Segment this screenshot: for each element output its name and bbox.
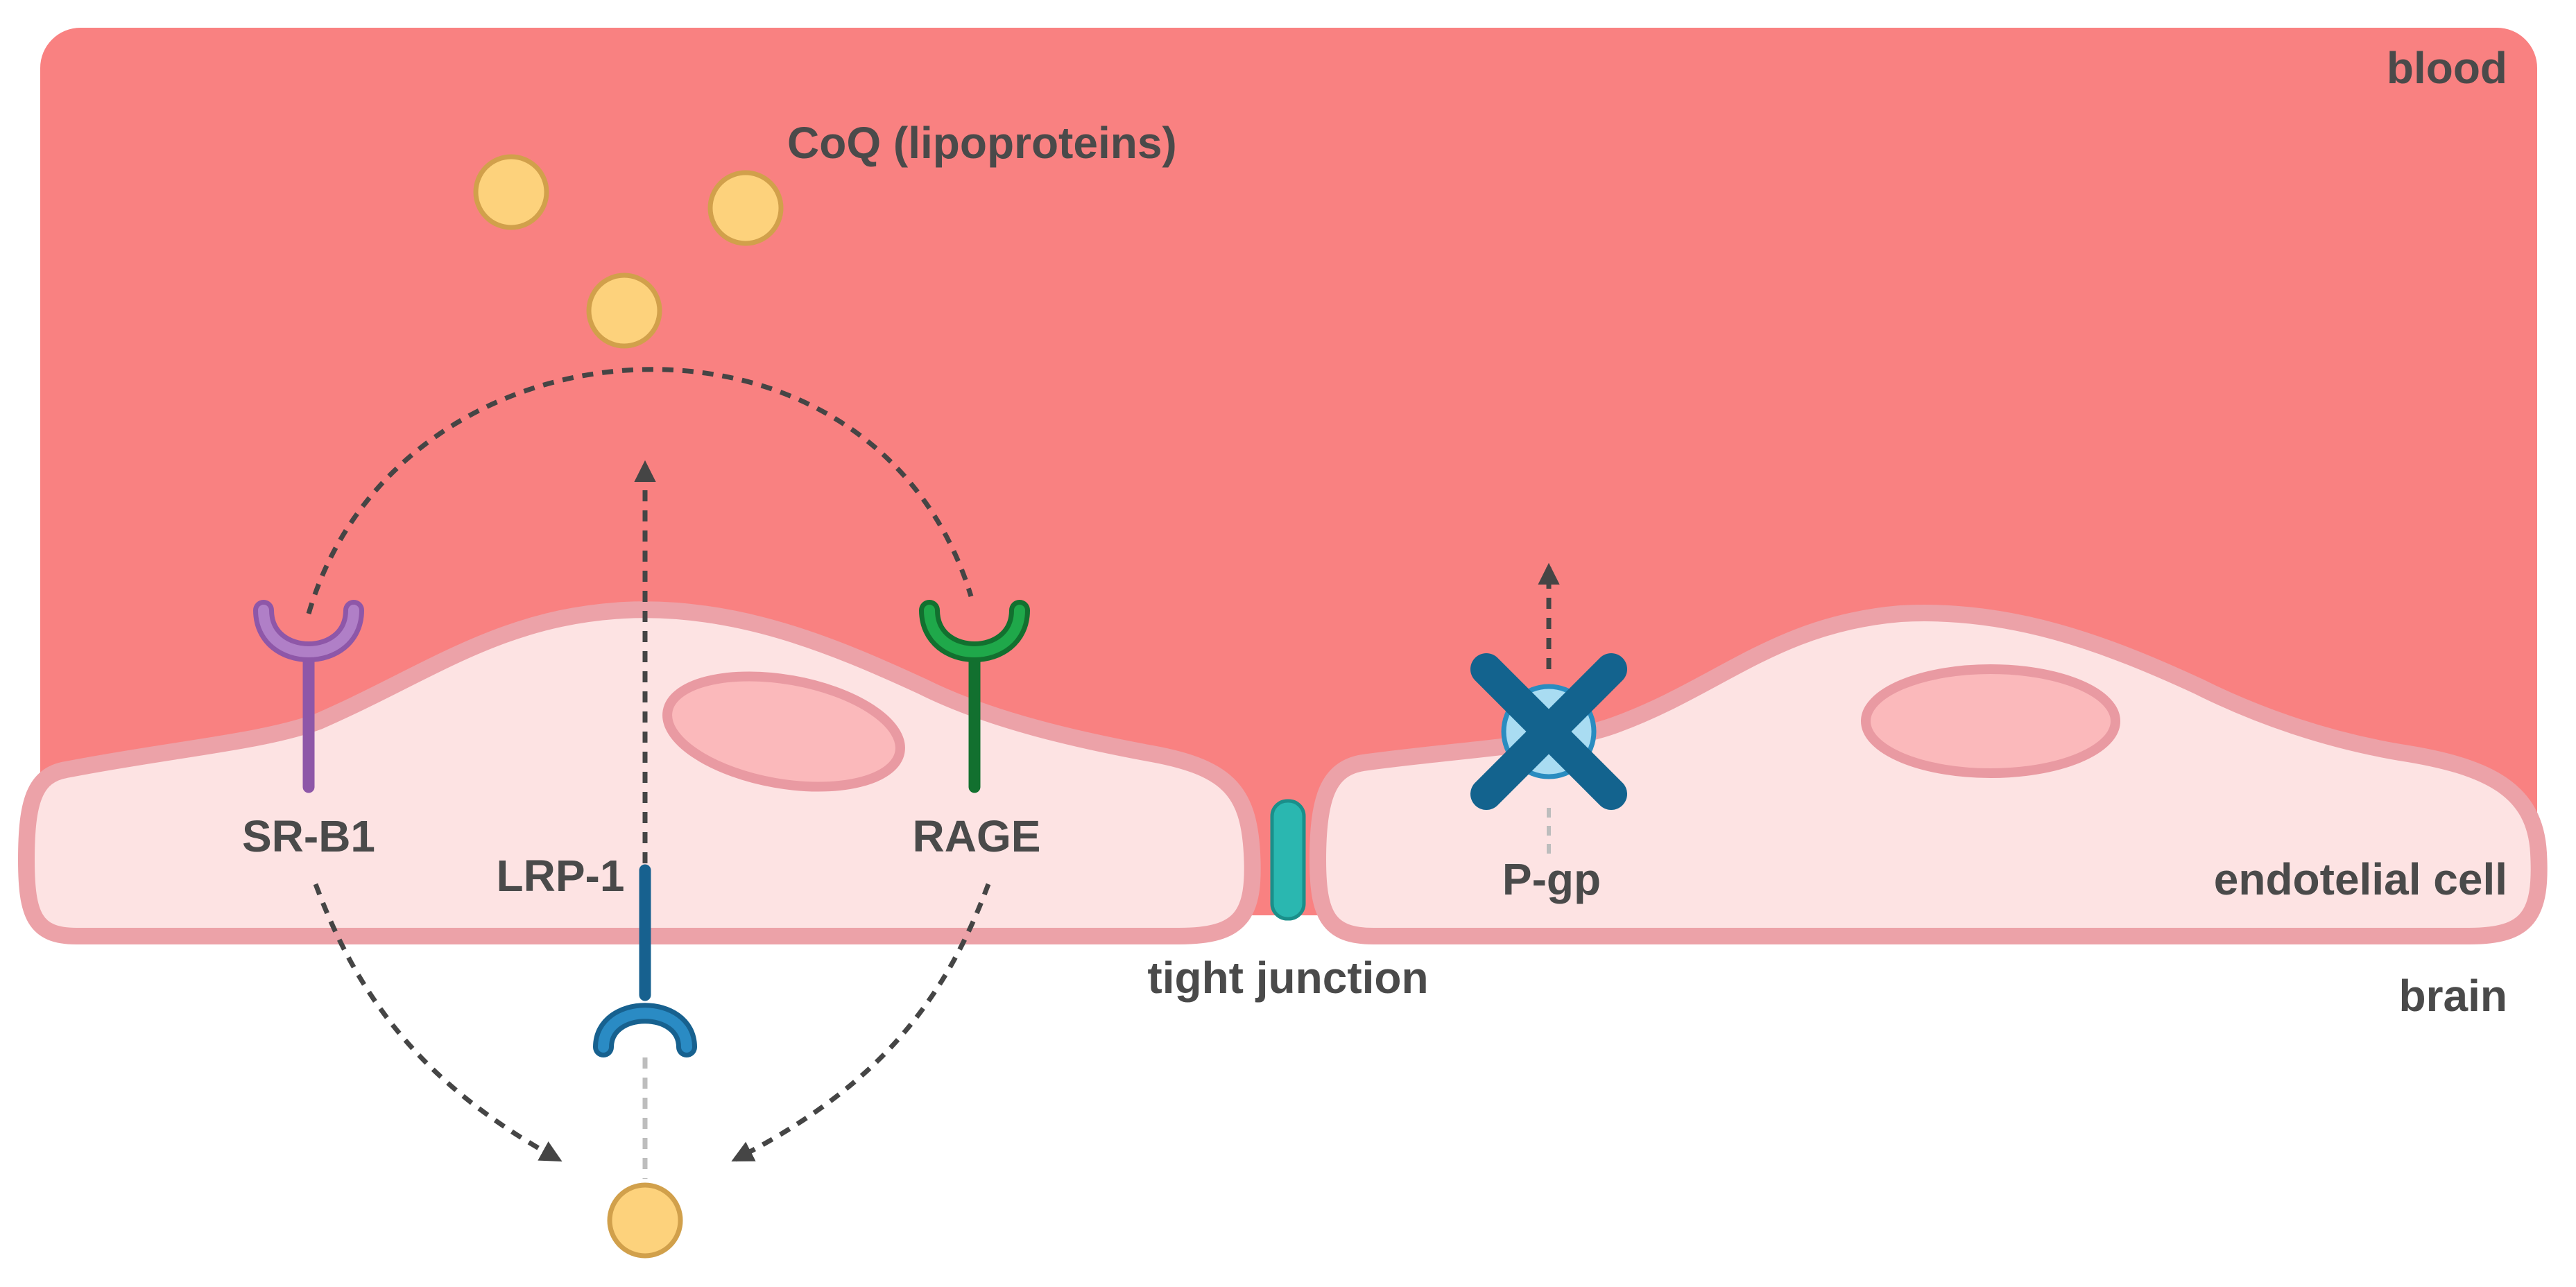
coq-particle-brain: [607, 1182, 683, 1259]
rage-influx-arrow: [731, 883, 991, 1162]
cross-mark-icon: [1470, 653, 1627, 810]
lrp1-receptor: [593, 864, 697, 1057]
coq-particle-2: [707, 170, 784, 246]
label-blood: blood: [2387, 43, 2507, 93]
arc-arrow-srb1-rage: [306, 367, 974, 614]
endothelial-cell-right: [1309, 605, 2548, 944]
nucleus-left: [662, 671, 905, 792]
label-coq: CoQ (lipoproteins): [787, 118, 1177, 168]
label-rage: RAGE: [913, 811, 1041, 861]
coq-particle-1: [473, 154, 549, 230]
tight-junction: [1270, 799, 1306, 921]
label-pgp: P-gp: [1502, 854, 1601, 904]
coq-particle-3: [586, 273, 662, 349]
srb1-receptor: [253, 600, 364, 793]
label-srb1: SR-B1: [242, 811, 375, 861]
rage-receptor: [919, 600, 1030, 793]
nucleus-right: [1861, 664, 2120, 778]
label-lrp1: LRP-1: [497, 851, 625, 901]
label-brain: brain: [2399, 971, 2507, 1021]
endothelial-cell-left: [17, 601, 1261, 944]
label-tight-junction: tight junction: [1147, 953, 1428, 1003]
label-endotelial-cell: endotelial cell: [2214, 854, 2507, 904]
srb1-influx-arrow: [313, 883, 563, 1162]
